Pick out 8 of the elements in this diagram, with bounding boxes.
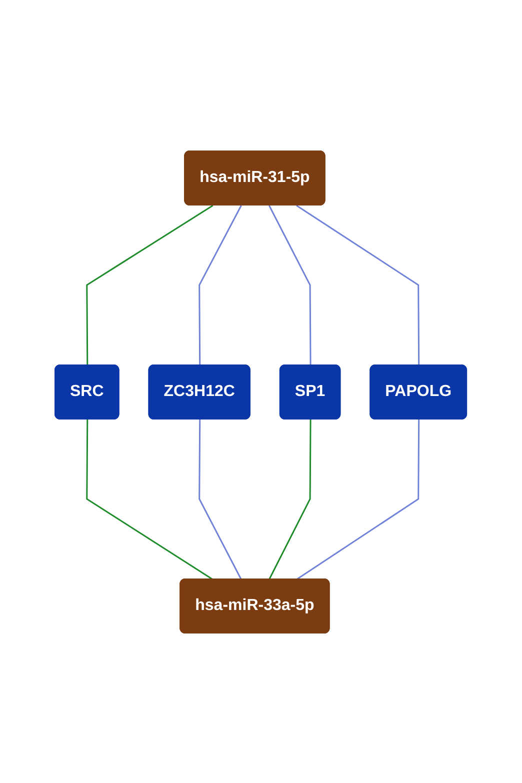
connector	[268, 204, 312, 365]
connector	[296, 419, 420, 580]
connector	[86, 204, 214, 365]
connector	[86, 419, 214, 580]
connector	[198, 204, 242, 365]
connector	[268, 419, 312, 580]
connector	[198, 419, 242, 580]
connector	[296, 204, 420, 365]
